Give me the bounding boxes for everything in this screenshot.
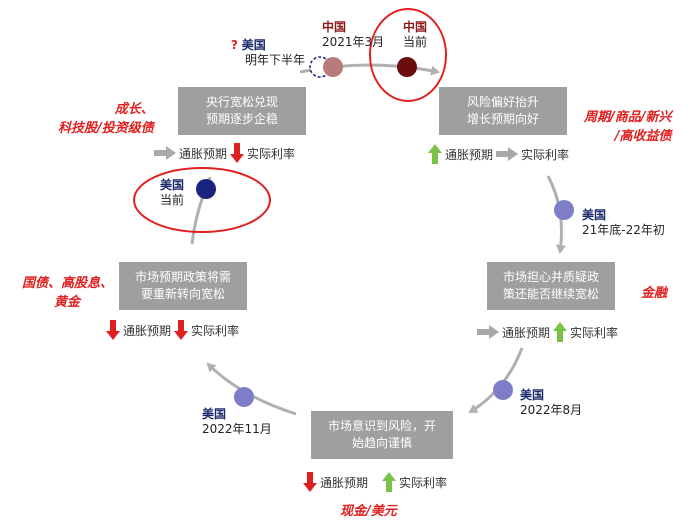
inflation-label: 通胀预期 (320, 475, 369, 490)
asset-label-top-left: 成长、 科技股/投资级债 (58, 102, 154, 136)
us-current-label: 美国 当前 (160, 178, 185, 207)
us-2122-label: 美国 21年底-22年初 (582, 208, 665, 237)
inflation-label: 通胀预期 (123, 323, 172, 338)
up-arrow-icon (553, 322, 568, 342)
inflation-label: 通胀预期 (179, 146, 228, 161)
china-current-label: 中国 当前 (403, 20, 428, 49)
indicator-row-top-left: 通胀预期 实际利率 (154, 143, 298, 163)
asset-label-bottom: 现金/美元 (340, 504, 397, 519)
china-2021-marker (323, 57, 343, 77)
up-arrow-icon (382, 472, 397, 492)
down-arrow-icon (230, 143, 245, 163)
cycle-arrow-right-lower (468, 347, 524, 414)
us-next-label: ? 美国 明年下半年 (231, 38, 306, 67)
asset-label-top-right: 周期/商品/新兴 /高收益债 (584, 110, 672, 144)
indicator-row-top-right: 通胀预期 实际利率 (428, 144, 572, 164)
asset-label-left: 国债、高股息、 黄金 (22, 276, 114, 310)
us-2211-label: 美国 2022年11月 (202, 407, 272, 436)
indicator-row-bottom: 通胀预期 实际利率 (303, 472, 450, 492)
asset-label-right: 金融 (641, 286, 668, 301)
us-2211-marker (234, 387, 254, 407)
indicator-row-right: 通胀预期 实际利率 (477, 322, 621, 342)
down-arrow-icon (106, 320, 120, 340)
flat-arrow-icon (477, 325, 499, 339)
flat-arrow-icon (154, 146, 176, 160)
real-rate-label: 实际利率 (570, 325, 619, 340)
stage-box-right: 市场担心并质疑政策还能否继续宽松 (487, 262, 615, 310)
real-rate-label: 实际利率 (521, 147, 570, 162)
question-mark-icon: ? (231, 38, 238, 52)
up-arrow-icon (428, 144, 442, 164)
real-rate-label: 实际利率 (247, 146, 296, 161)
us-2208-label: 美国 2022年8月 (520, 388, 583, 417)
china-current-highlight (369, 8, 447, 102)
indicator-row-left: 通胀预期 实际利率 (106, 320, 242, 340)
stage-box-top-left: 央行宽松兑现预期逐步企稳 (178, 87, 306, 135)
us-current-marker (196, 179, 216, 199)
stage-box-left: 市场预期政策将需要重新转向宽松 (119, 262, 247, 310)
inflation-label: 通胀预期 (502, 325, 551, 340)
stage-box-top-right: 风险偏好抬升增长预期向好 (439, 87, 567, 135)
real-rate-label: 实际利率 (399, 475, 448, 490)
down-arrow-icon (174, 320, 189, 340)
stage-box-bottom: 市场意识到风险，开始趋向谨慎 (311, 411, 453, 459)
us-2122-marker (554, 200, 574, 220)
us-2208-marker (493, 380, 513, 400)
inflation-label: 通胀预期 (445, 147, 494, 162)
real-rate-label: 实际利率 (191, 323, 240, 338)
us-current-highlight (133, 167, 271, 233)
china-2021-label: 中国 2021年3月 (322, 20, 385, 49)
china-current-marker (397, 57, 417, 77)
flat-arrow-icon (496, 147, 519, 161)
down-arrow-icon (303, 472, 317, 492)
